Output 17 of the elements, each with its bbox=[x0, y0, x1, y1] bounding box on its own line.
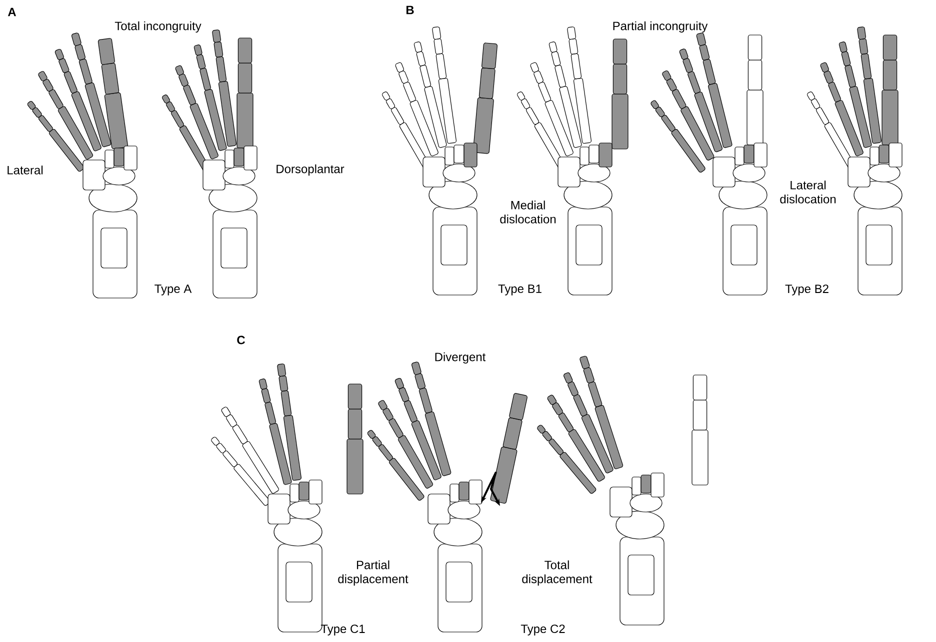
caption-label: Medial dislocation bbox=[500, 200, 556, 224]
caption-label: Type C1 bbox=[320, 624, 365, 636]
caption-label: Lateral dislocation bbox=[780, 180, 836, 204]
caption-label: Dorsoplantar bbox=[276, 164, 344, 176]
caption-label: Type C2 bbox=[520, 624, 565, 636]
panel-letter: A bbox=[8, 8, 16, 16]
panel-letter: C bbox=[237, 336, 246, 344]
caption-label: Partial displacement bbox=[338, 560, 408, 586]
caption-label: Type B1 bbox=[498, 284, 542, 296]
caption-label: Total displacement bbox=[522, 560, 592, 586]
caption-label: Total incongruity bbox=[114, 21, 202, 33]
panel-letter: B bbox=[406, 6, 414, 14]
caption-label: Partial incongruity bbox=[613, 21, 708, 33]
caption-label: Divergent bbox=[435, 352, 486, 364]
caption-label: Type A bbox=[154, 284, 192, 296]
caption-label: Type B2 bbox=[785, 284, 828, 296]
caption-label: Lateral bbox=[8, 166, 43, 174]
